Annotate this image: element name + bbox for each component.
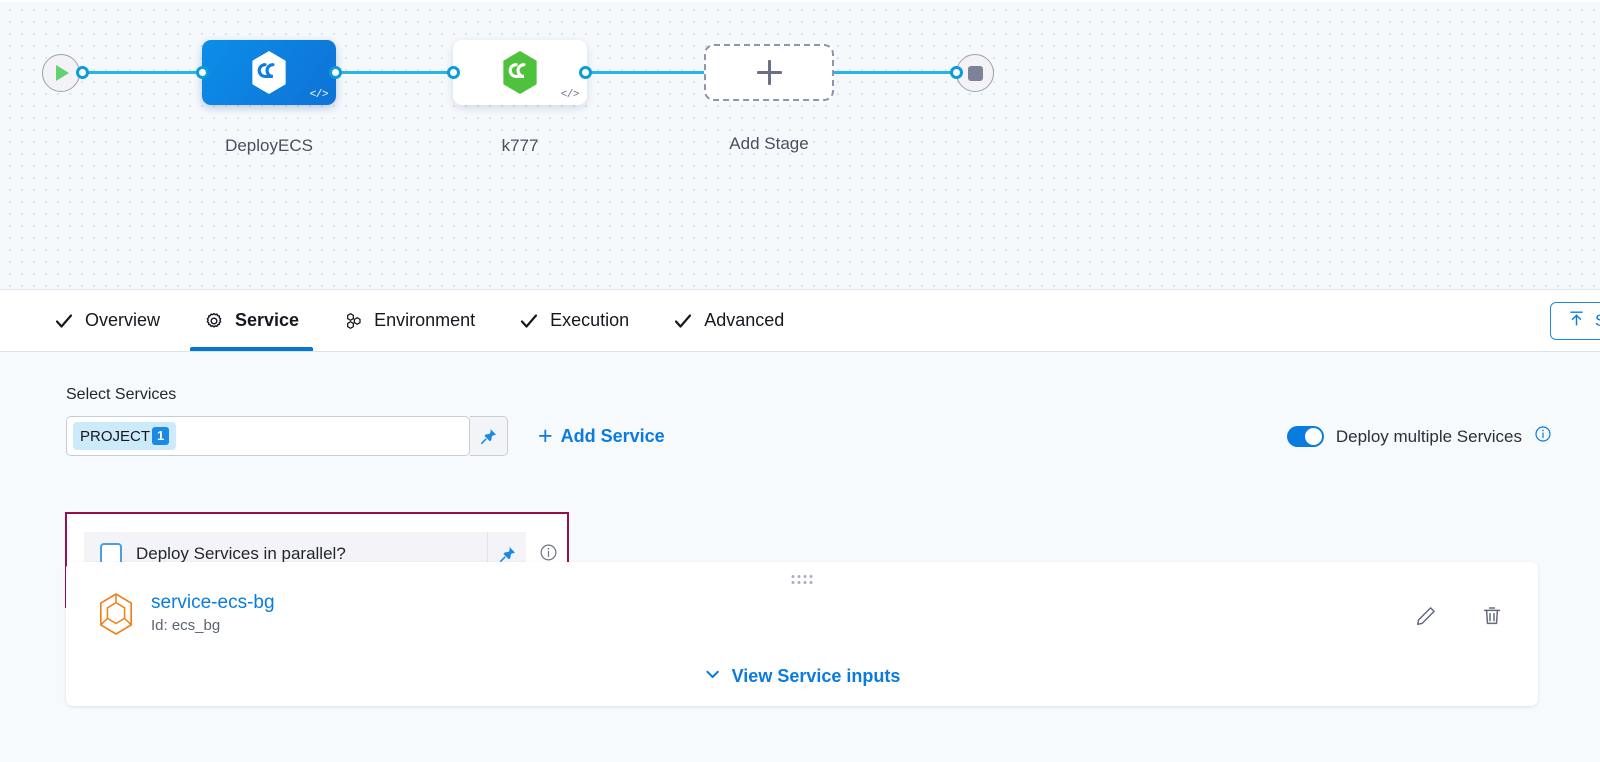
- stage-code-icon[interactable]: </>: [560, 89, 580, 101]
- stop-icon: [967, 65, 983, 81]
- harness-hexagon-icon: [252, 50, 286, 95]
- edge-stage1-to-stage2: [339, 71, 451, 74]
- service-config-panel: Select Services PROJECT 1 + Add Service …: [0, 352, 1600, 762]
- pipeline-stage-k777[interactable]: </>: [453, 40, 587, 105]
- tab-label-advanced: Advanced: [704, 310, 785, 330]
- port-stage1-in[interactable]: [196, 66, 209, 79]
- edge-add-to-end: [834, 71, 956, 74]
- save-button-label: S: [1595, 311, 1600, 331]
- deploy-multiple-services-row: Deploy multiple Services: [1286, 425, 1552, 448]
- add-service-label: Add Service: [560, 425, 665, 446]
- service-hexagon-icon: [99, 593, 133, 635]
- tab-label-execution: Execution: [550, 310, 630, 330]
- view-service-inputs-button[interactable]: View Service inputs: [704, 665, 901, 688]
- deploy-multiple-services-label: Deploy multiple Services: [1335, 426, 1522, 446]
- pipeline-start-node[interactable]: [42, 54, 80, 92]
- tab-environment[interactable]: Environment: [321, 290, 497, 351]
- service-name-link[interactable]: service-ecs-bg: [151, 592, 275, 613]
- port-stage1-out[interactable]: [329, 66, 342, 79]
- tab-overview[interactable]: Overview: [32, 290, 182, 351]
- service-identity: service-ecs-bg Id: ecs_bg: [97, 592, 275, 636]
- chevron-down-icon: [704, 665, 722, 688]
- tab-advanced[interactable]: Advanced: [651, 290, 806, 351]
- service-card[interactable]: service-ecs-bg Id: ecs_bg: [66, 562, 1538, 706]
- tab-label-environment: Environment: [374, 310, 476, 330]
- pipeline-stage-deployecs[interactable]: </>: [202, 40, 336, 105]
- port-start-out[interactable]: [76, 66, 89, 79]
- services-multiselect-field[interactable]: PROJECT 1: [66, 416, 470, 456]
- add-stage-button[interactable]: [704, 44, 834, 101]
- save-to-top-arrow-icon: [1567, 309, 1586, 333]
- stage-label-deployecs: DeployECS: [225, 136, 313, 155]
- service-card-actions: [1414, 604, 1504, 628]
- plus-icon: [756, 71, 782, 74]
- stage-label-k777: k777: [501, 136, 539, 155]
- trash-icon: [1483, 607, 1501, 625]
- plus-icon: +: [538, 422, 553, 450]
- select-services-label: Select Services: [66, 386, 177, 403]
- play-icon: [56, 65, 69, 81]
- tab-service[interactable]: Service: [182, 290, 321, 351]
- tab-execution[interactable]: Execution: [497, 290, 651, 351]
- select-services-row: PROJECT 1 + Add Service: [66, 416, 1600, 456]
- delete-service-button[interactable]: [1480, 604, 1504, 628]
- check-icon: [54, 311, 74, 331]
- check-icon: [519, 311, 539, 331]
- stage-config-tabbar: Overview Service Environment Execution: [0, 290, 1600, 352]
- pin-icon: [499, 546, 515, 562]
- port-stage2-out[interactable]: [579, 66, 592, 79]
- selected-service-chip[interactable]: PROJECT 1: [73, 422, 177, 450]
- tab-label-overview: Overview: [85, 310, 161, 330]
- save-button[interactable]: S: [1550, 302, 1600, 340]
- deploy-parallel-label: Deploy Services in parallel?: [136, 544, 346, 563]
- services-field-pin-button[interactable]: [470, 416, 508, 456]
- pencil-icon: [1416, 607, 1435, 626]
- stage-code-icon[interactable]: </>: [309, 89, 329, 101]
- drag-handle-icon[interactable]: [791, 575, 813, 584]
- service-id-text: Id: ecs_bg: [151, 616, 221, 634]
- deploy-multiple-services-toggle[interactable]: [1286, 426, 1324, 447]
- chip-count-badge: 1: [152, 426, 170, 446]
- check-icon: [673, 311, 693, 331]
- deploy-parallel-info-icon[interactable]: [539, 543, 558, 567]
- toggle-knob: [1304, 428, 1322, 445]
- environment-icon: [343, 311, 363, 331]
- pipeline-canvas[interactable]: </> </> DeployECS k777 Add Stage: [0, 0, 1600, 290]
- pipeline-node-row: </> </> DeployECS k777 Add Stage: [0, 0, 1600, 190]
- port-end-in[interactable]: [950, 66, 963, 79]
- info-icon[interactable]: [1534, 425, 1552, 448]
- pin-icon: [480, 428, 497, 444]
- view-service-inputs-label: View Service inputs: [731, 666, 901, 686]
- gear-icon: [204, 311, 224, 331]
- tab-label-service: Service: [235, 310, 300, 330]
- add-stage-label: Add Stage: [729, 134, 809, 153]
- add-service-button[interactable]: + Add Service: [538, 422, 665, 450]
- edit-service-button[interactable]: [1414, 604, 1438, 628]
- port-stage2-in[interactable]: [447, 66, 460, 79]
- edge-start-to-stage1: [86, 71, 204, 74]
- chip-label: PROJECT: [80, 427, 151, 445]
- harness-hexagon-icon: [503, 50, 537, 95]
- edge-stage2-to-add: [589, 71, 707, 74]
